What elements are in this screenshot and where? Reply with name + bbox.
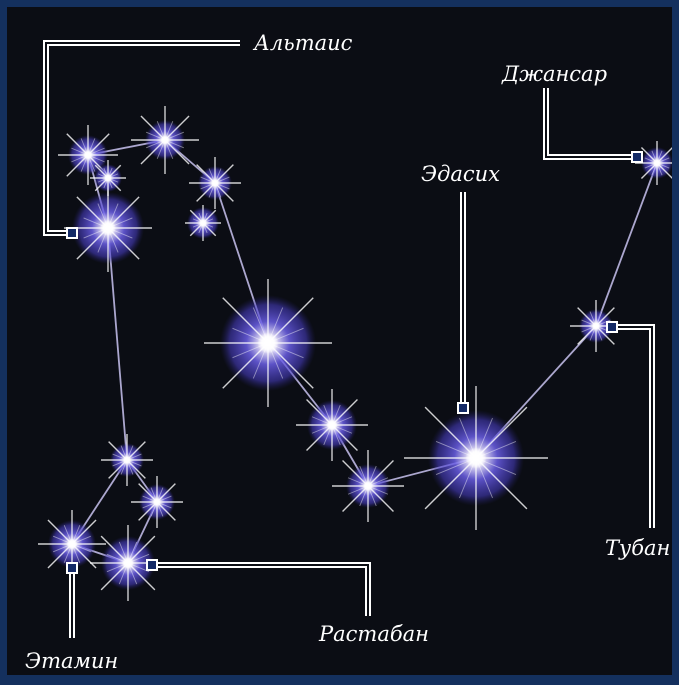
callout-marker-altais: [67, 228, 77, 238]
stars-layer: [38, 106, 679, 601]
label-altais: Альтаис: [254, 33, 352, 54]
label-rastaban: Растабан: [319, 624, 429, 645]
star-edasikh: [404, 386, 548, 530]
star-big: [204, 279, 332, 407]
star-body-1: [296, 389, 368, 461]
star-body-2: [332, 450, 404, 522]
callout-marker-rastaban: [147, 560, 157, 570]
star-head-2: [131, 476, 183, 528]
callout-marker-edasikh: [458, 403, 468, 413]
callout-etamin: [67, 563, 77, 638]
callout-dzhansar: [546, 88, 642, 162]
callout-marker-dzhansar: [632, 152, 642, 162]
star-upper-5: [185, 205, 221, 241]
callout-marker-etamin: [67, 563, 77, 573]
label-etamin: Этамин: [25, 651, 118, 672]
callout-tuban: [607, 322, 652, 528]
star-upper-4: [189, 157, 241, 209]
callout-marker-tuban: [607, 322, 617, 332]
label-edasikh: Эдасих: [421, 164, 500, 185]
star-head-1: [101, 434, 153, 486]
label-dzhansar: Джансар: [502, 64, 607, 85]
label-tuban: Тубан: [605, 538, 670, 559]
callout-rastaban: [147, 560, 368, 616]
callout-edasikh: [458, 192, 468, 413]
star-upper-3: [131, 106, 199, 174]
star-upper-2: [90, 160, 126, 196]
line-body-e: [596, 163, 657, 326]
